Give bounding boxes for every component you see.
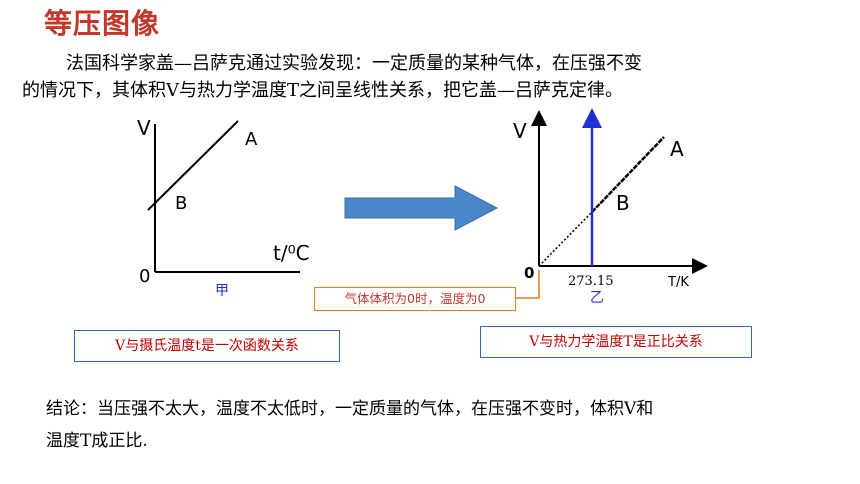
right-x-axis-label: T/K xyxy=(667,275,689,290)
left-x-axis-label: t/⁰C xyxy=(273,241,310,265)
note-callout: 气体体积为0时，温度为0 xyxy=(314,287,516,311)
page-title: 等压图像 xyxy=(44,7,161,40)
graph-right: V A B 0 273.15 T/K 乙 xyxy=(513,108,708,306)
right-tick-label: 273.15 xyxy=(568,274,614,289)
left-point-b: B xyxy=(175,193,187,214)
intro-line-1: 法国科学家盖—吕萨克通过实验发现：一定质量的某种气体，在压强不变 xyxy=(66,53,642,74)
left-point-a: A xyxy=(245,129,258,150)
left-caption: 甲 xyxy=(215,283,229,299)
left-relation-box: V与摄氏温度t是一次函数关系 xyxy=(74,330,340,362)
conclusion-line-2: 温度T成正比. xyxy=(46,431,148,451)
right-va-line xyxy=(591,136,665,213)
right-relation-box: V与热力学温度T是正比关系 xyxy=(480,326,752,358)
graph-left: V A B t/⁰C 0 甲 xyxy=(137,116,310,299)
right-caption: 乙 xyxy=(590,290,604,306)
left-va-line xyxy=(147,120,239,211)
right-point-b: B xyxy=(616,191,630,215)
intro-paragraph: 法国科学家盖—吕萨克通过实验发现：一定质量的某种气体，在压强不变 的情况下，其体… xyxy=(22,50,842,104)
transform-arrow xyxy=(344,185,499,231)
right-extrapolation-line xyxy=(538,211,593,267)
right-y-axis-label: V xyxy=(513,119,527,143)
conclusion-paragraph: 结论：当压强不太大，温度不太低时，一定质量的气体，在压强不变时，体积V和 温度T… xyxy=(46,393,836,457)
left-y-axis-label: V xyxy=(137,116,151,140)
intro-line-2: 的情况下，其体积V与热力学温度T之间呈线性关系，把它盖—吕萨克定律。 xyxy=(22,80,624,101)
left-origin-label: 0 xyxy=(139,266,150,287)
conclusion-line-1: 结论：当压强不太大，温度不太低时，一定质量的气体，在压强不变时，体积V和 xyxy=(46,399,654,419)
right-point-a: A xyxy=(670,137,684,161)
right-origin-label: 0 xyxy=(524,264,534,282)
note-connector xyxy=(514,270,540,299)
